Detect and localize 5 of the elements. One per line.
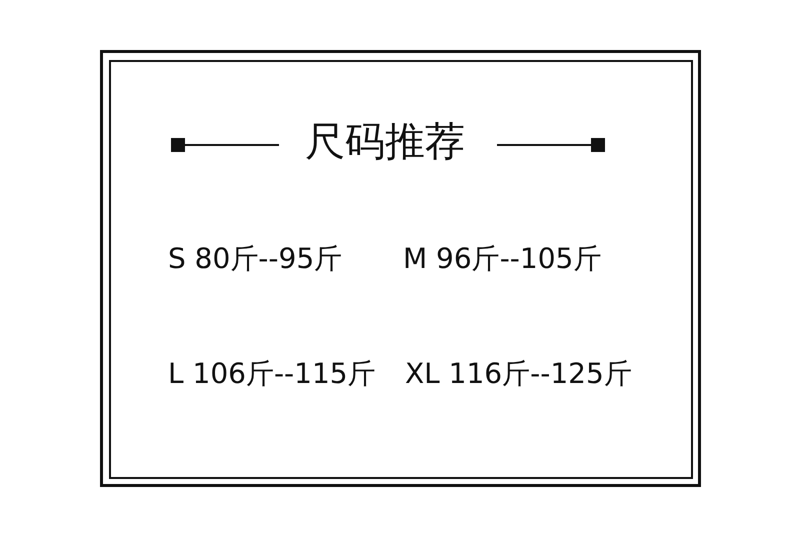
size-range-text: S 80斤--95斤 — [168, 245, 342, 273]
title: 尺码推荐 — [304, 122, 466, 162]
size-range-text: XL 116斤--125斤 — [405, 360, 632, 388]
size-range-text: L 106斤--115斤 — [168, 360, 376, 388]
size-range-text: M 96斤--105斤 — [403, 245, 602, 273]
